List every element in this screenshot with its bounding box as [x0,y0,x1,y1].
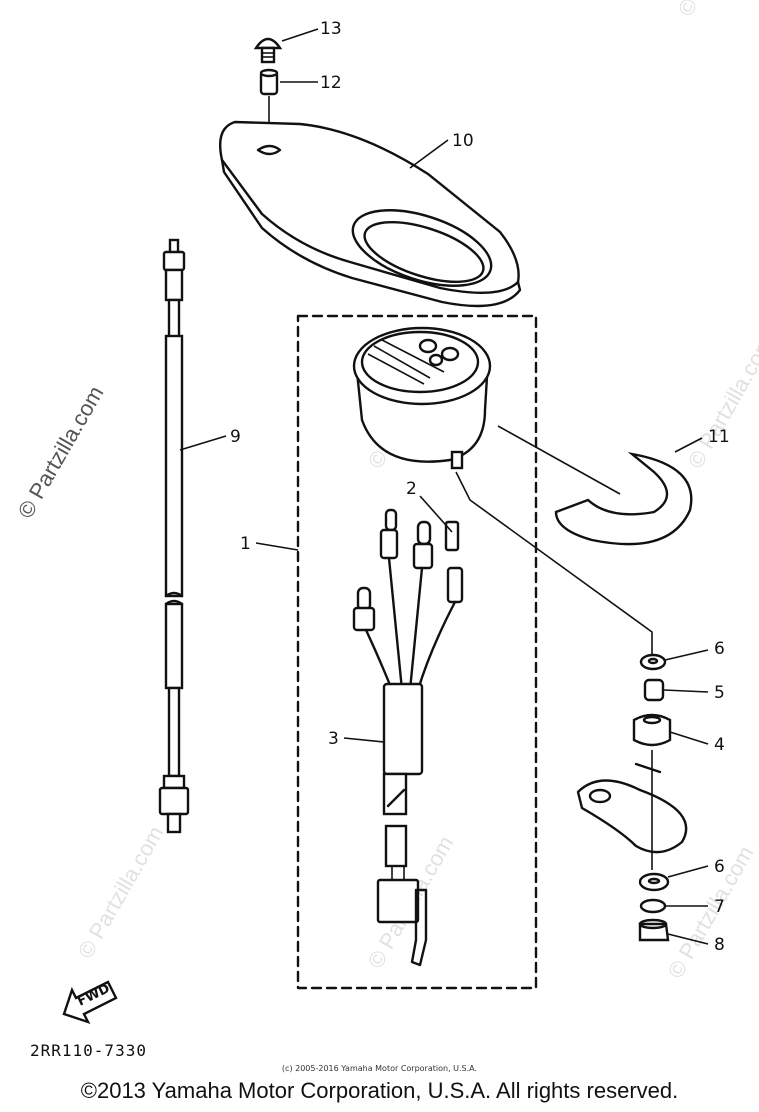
main-copyright: ©2013 Yamaha Motor Corporation, U.S.A. A… [80,1078,679,1103]
part-12-collar [259,68,279,148]
leader-lines [179,28,709,945]
part-3-harness [352,508,464,967]
mount-stack [576,653,688,942]
diagram-code: 2RR110-7330 [30,1041,147,1060]
callouts: 13 12 10 9 1 2 3 11 6 5 4 6 7 8 [230,19,730,955]
callout-10: 10 [452,131,474,151]
assembly-box [296,314,538,990]
mount-bracket [576,779,688,854]
part-10-cover-plate [218,120,522,308]
callout-6-lower: 6 [714,857,725,877]
part-7-washer [639,898,667,914]
part-11-ring [554,452,693,546]
callout-3: 3 [328,729,339,749]
part-13-screw [253,37,283,64]
callout-4: 4 [714,735,725,755]
callout-6-upper: 6 [714,639,725,659]
watermark-4: © Partzilla.com [663,842,759,983]
callout-11: 11 [708,427,730,447]
callout-1: 1 [240,534,251,554]
callout-12: 12 [320,73,342,93]
part-4-grommet [632,713,672,747]
callout-13: 13 [320,19,342,39]
callout-8: 8 [714,935,725,955]
callout-9: 9 [230,427,241,447]
callout-2: 2 [406,479,417,499]
part-meter-body [352,326,492,470]
part-9-cable [158,238,190,834]
callout-7: 7 [714,897,725,917]
watermark-6: © Partzilla.com [673,0,759,21]
small-copyright: (c) 2005-2016 Yamaha Motor Corporation, … [281,1064,478,1073]
part-5-collar [643,678,665,702]
fwd-arrow: FWD [62,980,118,1025]
callout-5: 5 [714,683,725,703]
watermark-2: © Partzilla.com [73,822,169,963]
watermark-5: © Partzilla.com [683,332,759,473]
watermark-left: © Partzilla.com [13,382,109,523]
